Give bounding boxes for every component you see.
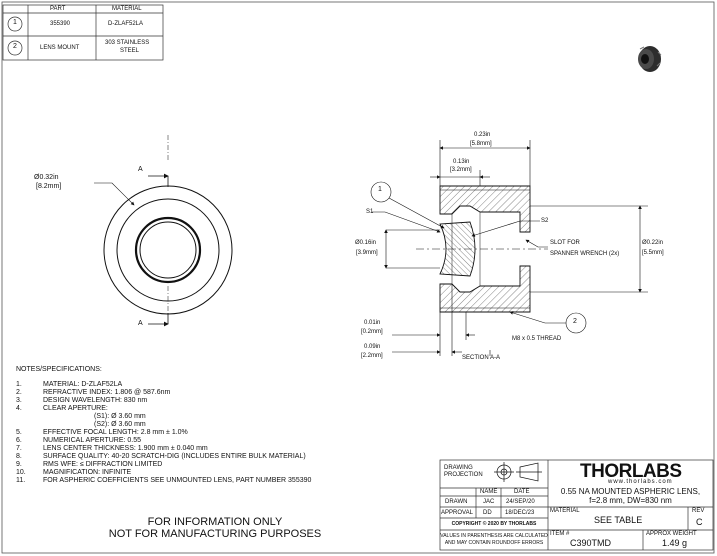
note-text: CLEAR APERTURE:: [43, 405, 108, 412]
material-label: MATERIAL: [550, 508, 580, 514]
note-text: DESIGN WAVELENGTH: 830 nm: [43, 397, 148, 404]
note-text: (S1): Ø 3.60 mm: [94, 413, 146, 420]
front-diameter-mm: [8.2mm]: [36, 183, 62, 190]
rev-value: C: [696, 517, 703, 527]
bom-table-grid: [2, 4, 164, 61]
note-text: RMS WFE: ≤ DIFFRACTION LIMITED: [43, 461, 163, 468]
brand-website: www.thorlabs.com: [608, 479, 673, 485]
part-thumbnail: [638, 46, 662, 72]
drawing-projection-label1: DRAWING: [444, 465, 473, 471]
rounding-note-line1: VALUES IN PARENTHESIS ARE CALCULATED: [440, 533, 548, 539]
weight-label: APPROX WEIGHT: [646, 531, 697, 537]
section-label-top: A: [138, 166, 143, 173]
note-num: 2.: [16, 389, 22, 396]
third-angle-projection-icon: [494, 462, 542, 482]
dim-mid-mm: [3.2mm]: [450, 167, 472, 173]
approval-label: APPROVAL: [441, 510, 473, 516]
note-num: 8.: [16, 453, 22, 460]
note-text: (S2): Ø 3.60 mm: [94, 421, 146, 428]
brand-logo: THORLABS: [580, 461, 682, 482]
drawing-projection-label2: PROJECTION: [444, 472, 483, 478]
date-header: DATE: [514, 489, 530, 495]
disclaimer-line2: NOT FOR MANUFACTURING PURPOSES: [108, 528, 322, 540]
copyright: COPYRIGHT © 2020 BY THORLABS: [451, 521, 537, 527]
section-view: [416, 185, 548, 313]
bom-header-part: PART: [50, 6, 66, 12]
note-text: REFRACTIVE INDEX: 1.806 @ 587.6nm: [43, 389, 171, 396]
rev-label: REV: [692, 508, 705, 514]
title-block-grid: [439, 459, 714, 551]
note-text: MAGNIFICATION: INFINITE: [43, 469, 132, 476]
approval-date: 18/DEC/23: [505, 510, 535, 516]
note-num: 6.: [16, 437, 22, 444]
approval-name: DD: [483, 510, 492, 516]
dim-overall-in: 0.23in: [474, 132, 491, 138]
balloon-2: 2: [573, 318, 577, 325]
rounding-note-line2: AND MAY CONTAIN ROUNDOFF ERRORS: [444, 540, 544, 546]
weight-value: 1.49 g: [662, 538, 688, 548]
balloon-1: 1: [378, 186, 382, 193]
note-num: 10.: [16, 469, 26, 476]
bom-part-2: LENS MOUNT: [40, 45, 80, 51]
disclaimer-line1: FOR INFORMATION ONLY: [147, 516, 283, 528]
balloon-row-1: 1: [13, 19, 17, 26]
note-text: LENS CENTER THICKNESS: 1.900 mm ± 0.040 …: [43, 445, 208, 452]
bom-header-material: MATERIAL: [112, 6, 142, 12]
dim-mid-in: 0.13in: [453, 159, 470, 165]
note-text: MATERIAL: D-ZLAF52LA: [43, 381, 123, 388]
note-text: FOR ASPHERIC COEFFICIENTS SEE UNMOUNTED …: [43, 477, 312, 484]
note-num: 9.: [16, 461, 22, 468]
notes-title: NOTES/SPECIFICATIONS:: [16, 366, 102, 373]
dim-lip-in: 0.01in: [364, 320, 381, 326]
note-num: 5.: [16, 429, 22, 436]
bom-material-1: D-ZLAF52LA: [108, 21, 144, 27]
note-text: NUMERICAL APERTURE: 0.55: [43, 437, 142, 444]
dim-overall-mm: [5.8mm]: [470, 141, 492, 147]
front-view: [94, 135, 233, 327]
note-num: 3.: [16, 397, 22, 404]
description-line1: 0.55 NA MOUNTED ASPHERIC LENS,: [560, 487, 701, 496]
dim-step-mm: [2.2mm]: [361, 353, 383, 359]
item-value: C390TMD: [570, 538, 612, 548]
section-label-bottom: A: [138, 320, 143, 327]
balloon-row-2: 2: [13, 43, 17, 50]
note-num: 11.: [16, 477, 26, 484]
thread-note: M8 x 0.5 THREAD: [512, 336, 562, 342]
note-num: 7.: [16, 445, 22, 452]
bom-material-2-line2: STEEL: [120, 48, 140, 54]
bom-part-1: 355390: [50, 21, 71, 27]
dim-lip-mm: [0.2mm]: [361, 329, 383, 335]
drawn-label: DRAWN: [445, 499, 468, 505]
note-text: SURFACE QUALITY: 40-20 SCRATCH-DIG (INCL…: [43, 453, 306, 460]
dim-step-in: 0.09in: [364, 344, 381, 350]
label-s1: S1: [366, 209, 374, 215]
bom-material-2-line1: 303 STAINLESS: [105, 40, 150, 46]
slot-note-line2: SPANNER WRENCH (2x): [550, 251, 620, 257]
note-num: 1.: [16, 381, 22, 388]
note-text: EFFECTIVE FOCAL LENGTH: 2.8 mm ± 1.0%: [43, 429, 188, 436]
note-num: 4.: [16, 405, 22, 412]
drawn-name: JAC: [483, 499, 495, 505]
description-line2: f=2.8 mm, DW=830 nm: [589, 496, 672, 505]
section-dimensions: [370, 140, 648, 356]
drawn-date: 24/SEP/20: [506, 499, 535, 505]
material-value: SEE TABLE: [594, 515, 643, 525]
dim-outer-mm: [5.5mm]: [642, 250, 664, 256]
front-diameter-in: Ø0.32in: [34, 174, 59, 181]
slot-note-line1: SLOT FOR: [550, 240, 580, 246]
dim-bore-in: Ø0.16in: [355, 240, 377, 246]
name-header: NAME: [480, 489, 498, 495]
dim-outer-in: Ø0.22in: [642, 240, 664, 246]
section-view-title: SECTION A-A: [462, 355, 501, 361]
item-label: ITEM #: [550, 531, 570, 537]
label-s2: S2: [541, 218, 549, 224]
dim-bore-mm: [3.9mm]: [356, 250, 378, 256]
